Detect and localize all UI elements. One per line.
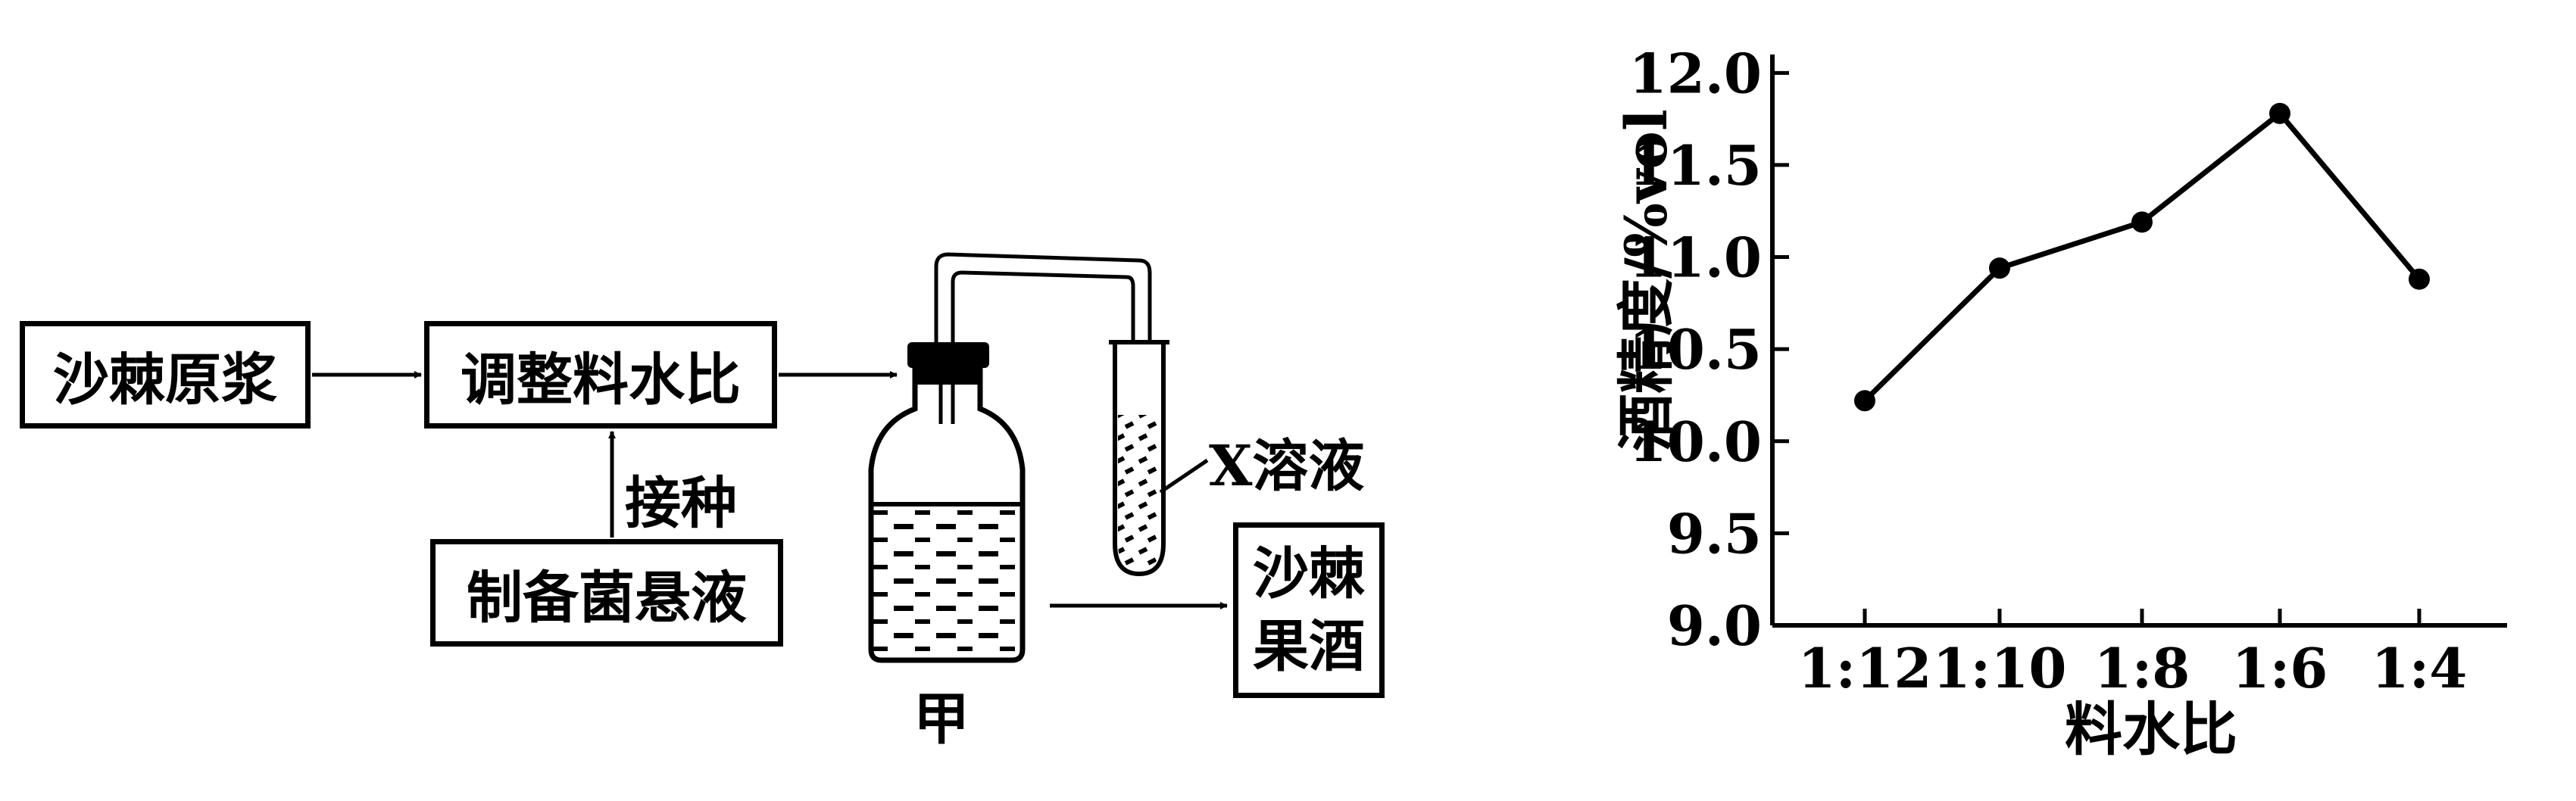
y-tick-label: 10.0 [1629,410,1762,474]
label-x-solution: X溶液 [1209,434,1365,499]
data-point [2269,102,2290,124]
box-prepare-suspension-label: 制备菌悬液 [467,565,747,631]
y-tick-label: 9.5 [1667,501,1762,566]
box-prepare-suspension: 制备菌悬液 [430,539,783,647]
chart-axes [1770,55,2507,628]
box-wine-line1: 沙棘 [1253,541,1365,606]
y-tick-label: 12.0 [1629,41,1762,105]
data-line [1863,111,2421,403]
box-raw-juice: 沙棘原浆 [20,321,311,429]
x-tick-label: 1:8 [2094,636,2190,700]
connecting-tube [934,252,1152,515]
test-tube [1109,340,1209,577]
fermentation-bottle [868,342,1026,663]
series-line [1854,102,2430,412]
label-inoculate: 接种 [625,471,737,536]
y-tick-label: 9.0 [1667,594,1762,658]
data-point [2409,268,2430,290]
x-axis-label: 料水比 [2065,696,2237,763]
box-adjust-ratio-label: 调整料水比 [461,347,741,413]
x-tick-label: 1:4 [2371,636,2468,700]
data-point [1854,390,1875,412]
y-tick-label: 11.5 [1629,133,1762,198]
x-tick-label: 1:12 [1798,636,1932,700]
data-point [1989,257,2010,279]
x-tick-label: 1:10 [1933,636,2067,700]
box-wine-line2: 果酒 [1253,614,1365,679]
y-ticks: 9.0 9.5 10.0 10.5 11.0 11.5 12.0 [1629,41,1789,658]
data-point [2131,211,2153,233]
label-bottle: 甲 [913,687,970,752]
y-tick-label: 11.0 [1629,226,1762,290]
box-raw-juice-label: 沙棘原浆 [53,347,277,413]
box-wine: 沙棘 果酒 [1233,522,1385,698]
y-axis-label: 酒精度/%vol [1613,109,1680,451]
y-tick-label: 10.5 [1629,317,1762,382]
x-tick-label: 1:6 [2232,636,2328,700]
box-adjust-ratio: 调整料水比 [424,321,777,429]
